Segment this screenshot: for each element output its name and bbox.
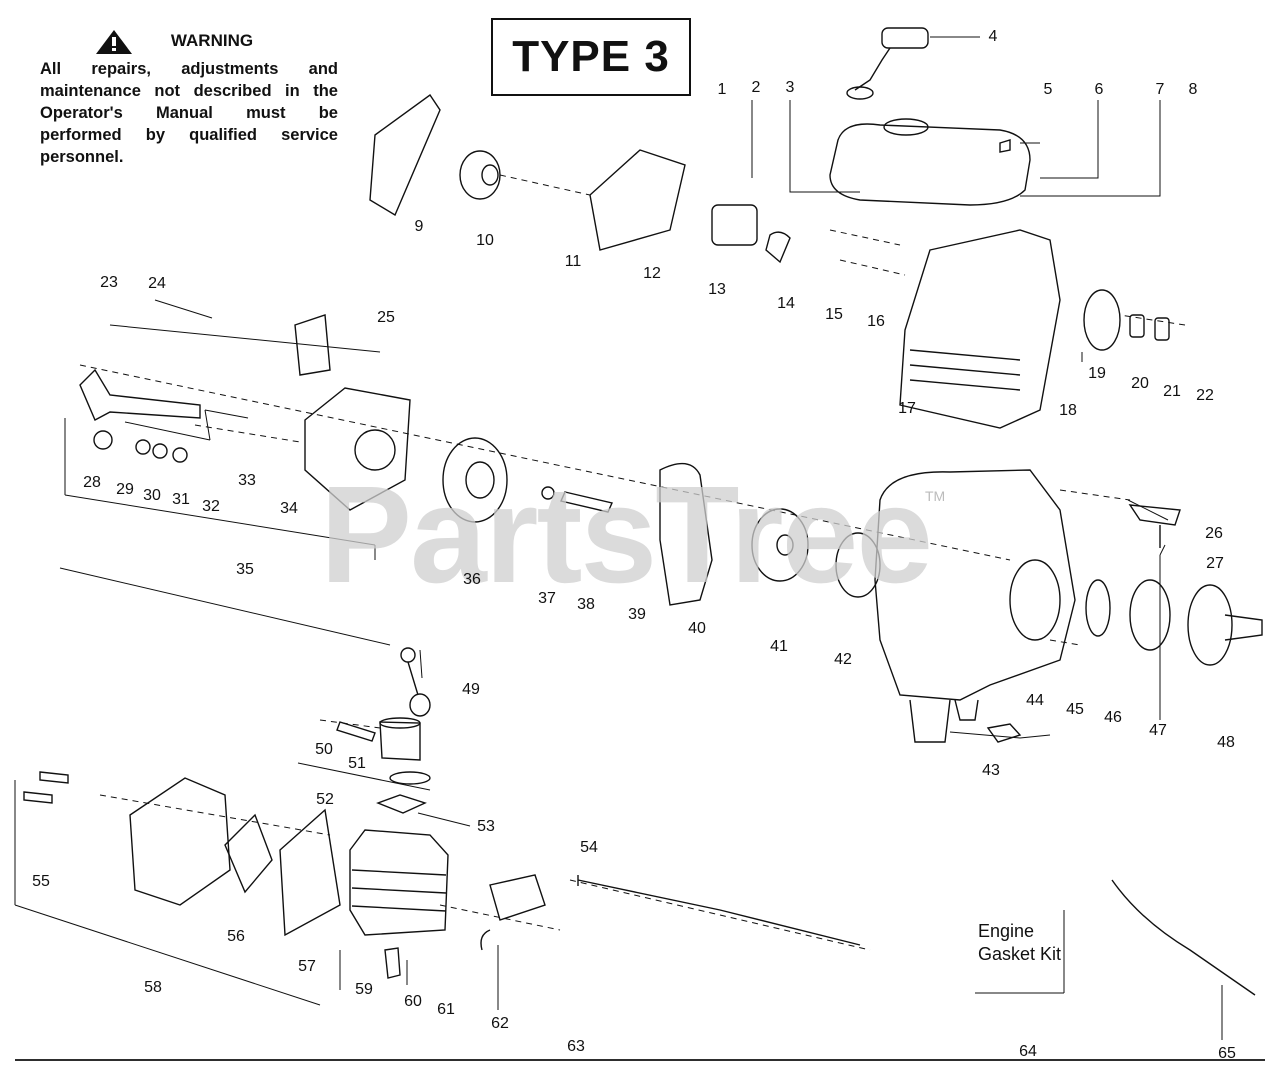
- part-number-52: 52: [316, 791, 334, 808]
- part-number-7: 7: [1155, 81, 1165, 98]
- warning-title: WARNING: [170, 31, 254, 50]
- part-number-57: 57: [298, 958, 316, 975]
- part-number-21: 21: [1163, 383, 1181, 400]
- part-number-30: 30: [143, 487, 161, 504]
- part-number-18: 18: [1059, 402, 1077, 419]
- part-number-25: 25: [377, 309, 395, 326]
- part-number-39: 39: [628, 606, 646, 623]
- part-number-22: 22: [1196, 387, 1214, 404]
- part-number-61: 61: [437, 1001, 455, 1018]
- part-number-12: 12: [643, 265, 661, 282]
- part-number-55: 55: [32, 873, 50, 890]
- part-number-56: 56: [227, 928, 245, 945]
- part-number-37: 37: [538, 590, 556, 607]
- part-number-48: 48: [1217, 734, 1235, 751]
- part-number-59: 59: [355, 981, 373, 998]
- part-number-26: 26: [1205, 525, 1223, 542]
- part-number-19: 19: [1088, 365, 1106, 382]
- part-number-64: 64: [1019, 1043, 1037, 1060]
- part-number-46: 46: [1104, 709, 1122, 726]
- part-number-54: 54: [580, 839, 598, 856]
- part-number-13: 13: [708, 281, 726, 298]
- part-number-45: 45: [1066, 701, 1084, 718]
- part-number-62: 62: [491, 1015, 509, 1032]
- part-number-10: 10: [476, 232, 494, 249]
- part-number-51: 51: [348, 755, 366, 772]
- part-number-4: 4: [988, 28, 998, 45]
- part-number-29: 29: [116, 481, 134, 498]
- part-number-38: 38: [577, 596, 595, 613]
- part-number-28: 28: [83, 474, 101, 491]
- part-number-6: 6: [1094, 81, 1104, 98]
- part-number-11: 11: [564, 253, 582, 270]
- part-number-3: 3: [785, 79, 795, 96]
- leader-lines: [14, 36, 1265, 1061]
- part-number-32: 32: [202, 498, 220, 515]
- watermark-trademark: TM: [925, 488, 946, 504]
- warning-text: All repairs, adjustments and maintenance…: [40, 60, 338, 166]
- part-number-36: 36: [463, 571, 481, 588]
- type-label: TYPE 3: [491, 18, 691, 96]
- part-number-41: 41: [770, 638, 788, 655]
- part-number-14: 14: [777, 295, 795, 312]
- part-number-2: 2: [751, 79, 761, 96]
- part-number-40: 40: [688, 620, 706, 637]
- part-number-17: 17: [898, 400, 916, 417]
- part-number-31: 31: [172, 491, 190, 508]
- part-number-50: 50: [315, 741, 333, 758]
- part-number-16: 16: [867, 313, 885, 330]
- part-number-49: 49: [462, 681, 480, 698]
- part-number-60: 60: [404, 993, 422, 1010]
- part-number-5: 5: [1043, 81, 1053, 98]
- part-number-15: 15: [825, 306, 843, 323]
- part-number-23: 23: [100, 274, 118, 291]
- part-number-42: 42: [834, 651, 852, 668]
- part-sketches: [23, 27, 1263, 996]
- part-number-65: 65: [1218, 1045, 1236, 1062]
- part-number-44: 44: [1026, 692, 1044, 709]
- part-number-53: 53: [477, 818, 495, 835]
- part-number-43: 43: [982, 762, 1000, 779]
- engine-gasket-kit-label: Engine Gasket Kit: [978, 921, 1062, 964]
- part-number-1: 1: [717, 81, 727, 98]
- part-number-9: 9: [414, 218, 424, 235]
- warning-header: WARNING: [40, 24, 338, 58]
- part-number-8: 8: [1188, 81, 1198, 98]
- assembly-axis-lines: [79, 174, 1186, 951]
- part-number-63: 63: [567, 1038, 585, 1055]
- part-number-33: 33: [238, 472, 256, 489]
- part-number-58: 58: [144, 979, 162, 996]
- part-number-47: 47: [1149, 722, 1167, 739]
- part-number-27: 27: [1206, 555, 1224, 572]
- part-number-35: 35: [236, 561, 254, 578]
- part-number-20: 20: [1131, 375, 1149, 392]
- warning-notice: WARNING All repairs, adjustments and mai…: [40, 24, 338, 168]
- part-number-24: 24: [148, 275, 166, 292]
- part-number-34: 34: [280, 500, 298, 517]
